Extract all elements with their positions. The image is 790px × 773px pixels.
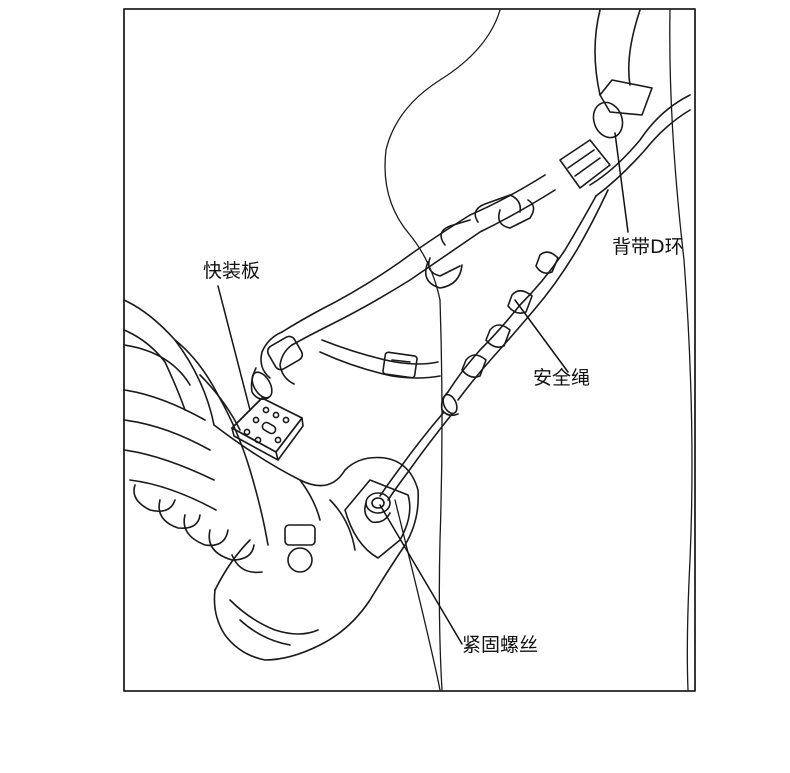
fastening-screw (364, 492, 391, 524)
safety-rope (379, 189, 609, 501)
torso-outline (384, 9, 693, 691)
shoulder-strap (250, 9, 691, 400)
label-quick-release-plate: 快装板 (203, 260, 261, 282)
leader-safety-rope (514, 299, 569, 373)
camera-body (213, 424, 420, 661)
leader-screw (379, 504, 463, 645)
quick-release-plate (231, 397, 304, 461)
leader-strap-ring (614, 132, 629, 233)
label-fastening-screw: 紧固螺丝 (462, 634, 539, 656)
frame-border (123, 8, 696, 692)
label-safety-rope: 安全绳 (533, 367, 591, 389)
callout-lines (217, 132, 629, 645)
leader-quick-plate (217, 285, 251, 411)
label-strap-d-ring: 背带D环 (612, 236, 684, 258)
